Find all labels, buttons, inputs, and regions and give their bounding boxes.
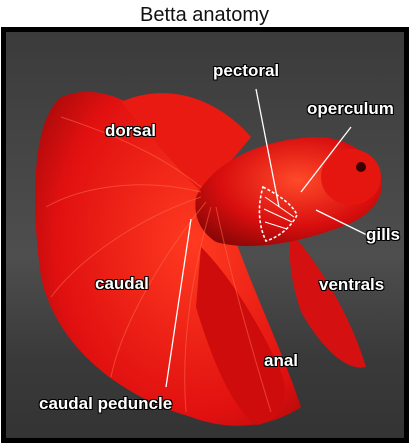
- label-dorsal: dorsal: [105, 121, 156, 141]
- betta-illustration: [1, 27, 409, 443]
- label-anal: anal: [264, 351, 298, 371]
- betta-photo: pectoral operculum dorsal gills caudal v…: [1, 27, 409, 443]
- label-caudal: caudal: [95, 274, 149, 294]
- label-pectoral: pectoral: [213, 61, 279, 81]
- eye: [356, 162, 366, 172]
- label-ventrals: ventrals: [319, 275, 384, 295]
- label-gills: gills: [366, 225, 400, 245]
- diagram-title: Betta anatomy: [0, 4, 409, 27]
- label-operculum: operculum: [307, 99, 394, 119]
- label-caudal-peduncle: caudal peduncle: [39, 394, 172, 414]
